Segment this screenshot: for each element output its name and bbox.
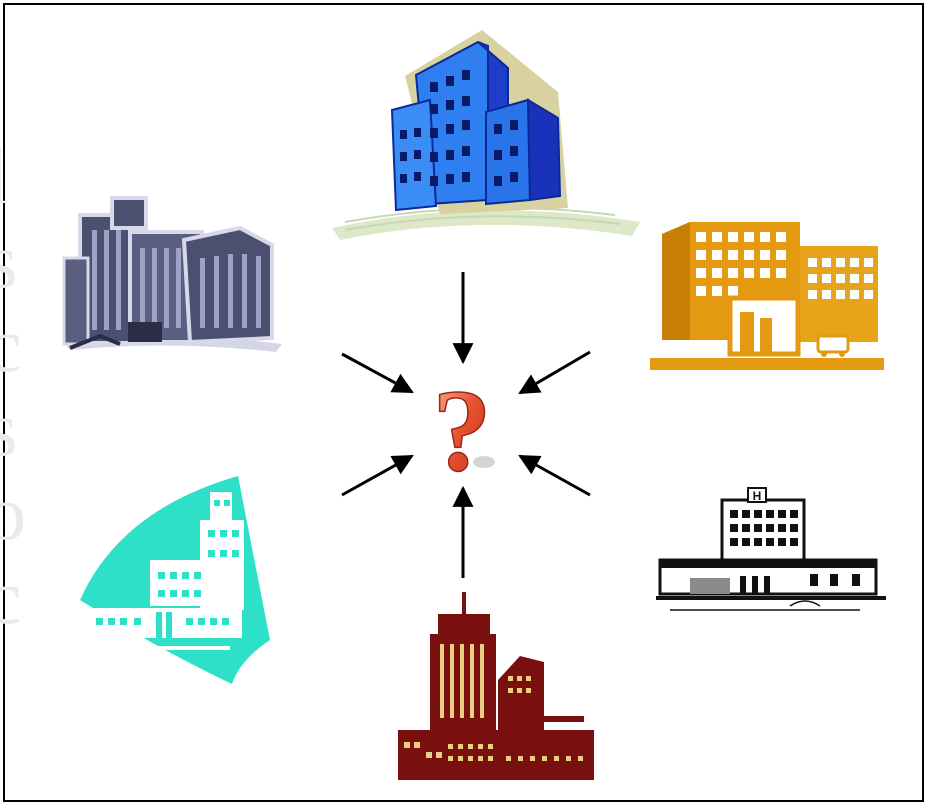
ghost-letter: s — [0, 217, 18, 304]
question-mark-glyph: ? — [433, 365, 492, 496]
blue-office-tower-icon — [332, 30, 640, 240]
arrow-upper-right — [518, 350, 591, 395]
arrows — [341, 272, 591, 578]
ghost-letter: s — [0, 385, 18, 472]
question-mark-icon: ? — [432, 364, 495, 497]
ghost-letter: c — [0, 553, 22, 640]
arrow-lower-left — [341, 454, 414, 497]
teal-building-icon — [80, 476, 270, 684]
ghost-letter: l — [0, 135, 47, 219]
maroon-tower-icon — [398, 592, 594, 780]
gray-office-complex-icon — [62, 196, 282, 352]
hospital-h-sign: H — [753, 489, 762, 503]
arrow-upper-left — [341, 352, 414, 394]
arrow-lower-right — [518, 454, 591, 497]
ghost-letter: c — [0, 301, 22, 388]
black-white-hospital-icon: H — [656, 487, 886, 611]
ghost-letter: o — [0, 469, 26, 556]
orange-hospital-icon — [650, 222, 884, 370]
faded-background-letters: l s c s o c — [0, 135, 47, 639]
